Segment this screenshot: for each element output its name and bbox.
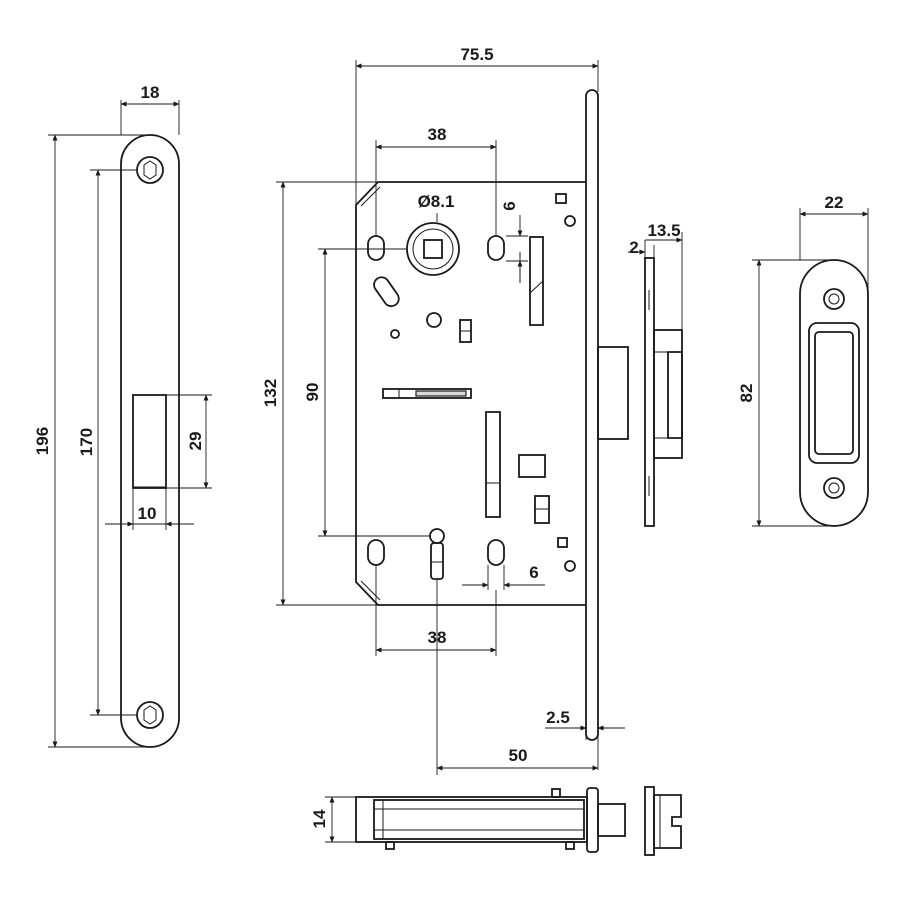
latch-lever (529, 236, 544, 326)
strike-opening (808, 322, 860, 464)
latch-bolt-top (597, 803, 626, 837)
dim-case-thickness: 14 (310, 809, 329, 828)
strike-top-screw-icon (823, 288, 845, 310)
strike-front-view: 22 82 (737, 193, 869, 527)
lock-case-view: 75.5 38 Ø8.1 6 132 90 6 3 (261, 45, 629, 775)
bottom-left-slot (367, 539, 385, 566)
dim-latch-width: 10 (138, 504, 157, 523)
lock-case-outline (355, 181, 586, 606)
dim-keyhole-offset: 6 (529, 563, 538, 582)
dim-faceplate-length: 196 (33, 427, 52, 455)
strike-top-box (653, 794, 682, 849)
strike-top-plate (644, 786, 655, 856)
lever-slot (373, 276, 400, 308)
strike-plate-front (799, 259, 869, 527)
dim-case-depth: 75.5 (460, 45, 493, 64)
spindle-hub (406, 222, 460, 276)
case-top-outline (355, 796, 588, 843)
strike-bottom-screw-icon (823, 477, 845, 499)
dim-strike-thickness: 2 (629, 238, 638, 257)
dim-center-distance: 90 (303, 383, 322, 402)
spindle-square-icon (423, 239, 443, 259)
vertical-bar (485, 411, 501, 518)
lock-case-top-view: 14 (310, 787, 626, 853)
dim-latch-height: 29 (186, 432, 205, 451)
faceplate-bottom-screw-hex-icon (143, 705, 157, 725)
dim-case-height: 132 (261, 379, 280, 407)
horizontal-bar (382, 388, 472, 399)
top-right-slot (487, 235, 505, 261)
dim-strike-height: 82 (737, 384, 756, 403)
forend-plate (585, 89, 599, 741)
dim-strike-depth: 13.5 (647, 221, 680, 240)
latch-bolt (597, 346, 629, 440)
case-forend-top (586, 787, 599, 853)
dim-spindle-offset: 6 (500, 201, 519, 210)
faceplate-latch-opening (132, 394, 167, 489)
strike-side-view: 2 13.5 (628, 221, 683, 527)
keyhole-icon (429, 528, 445, 580)
faceplate-outline (120, 134, 180, 748)
dim-screw-spacing: 170 (77, 428, 96, 456)
top-left-slot (367, 235, 385, 261)
dim-strike-width: 22 (825, 193, 844, 212)
dim-spindle-backset: 38 (428, 125, 447, 144)
faceplate-view: 18 196 170 29 10 (33, 83, 212, 748)
faceplate-top-screw-hex-icon (143, 160, 157, 180)
dim-backset: 50 (509, 746, 528, 765)
dim-spindle-diameter: Ø8.1 (418, 192, 455, 211)
dim-forend-thickness: 2.5 (546, 708, 570, 727)
square-block (518, 454, 546, 478)
dim-faceplate-width: 18 (141, 83, 160, 102)
strike-top-view (644, 786, 682, 856)
bottom-right-slot (487, 539, 505, 566)
